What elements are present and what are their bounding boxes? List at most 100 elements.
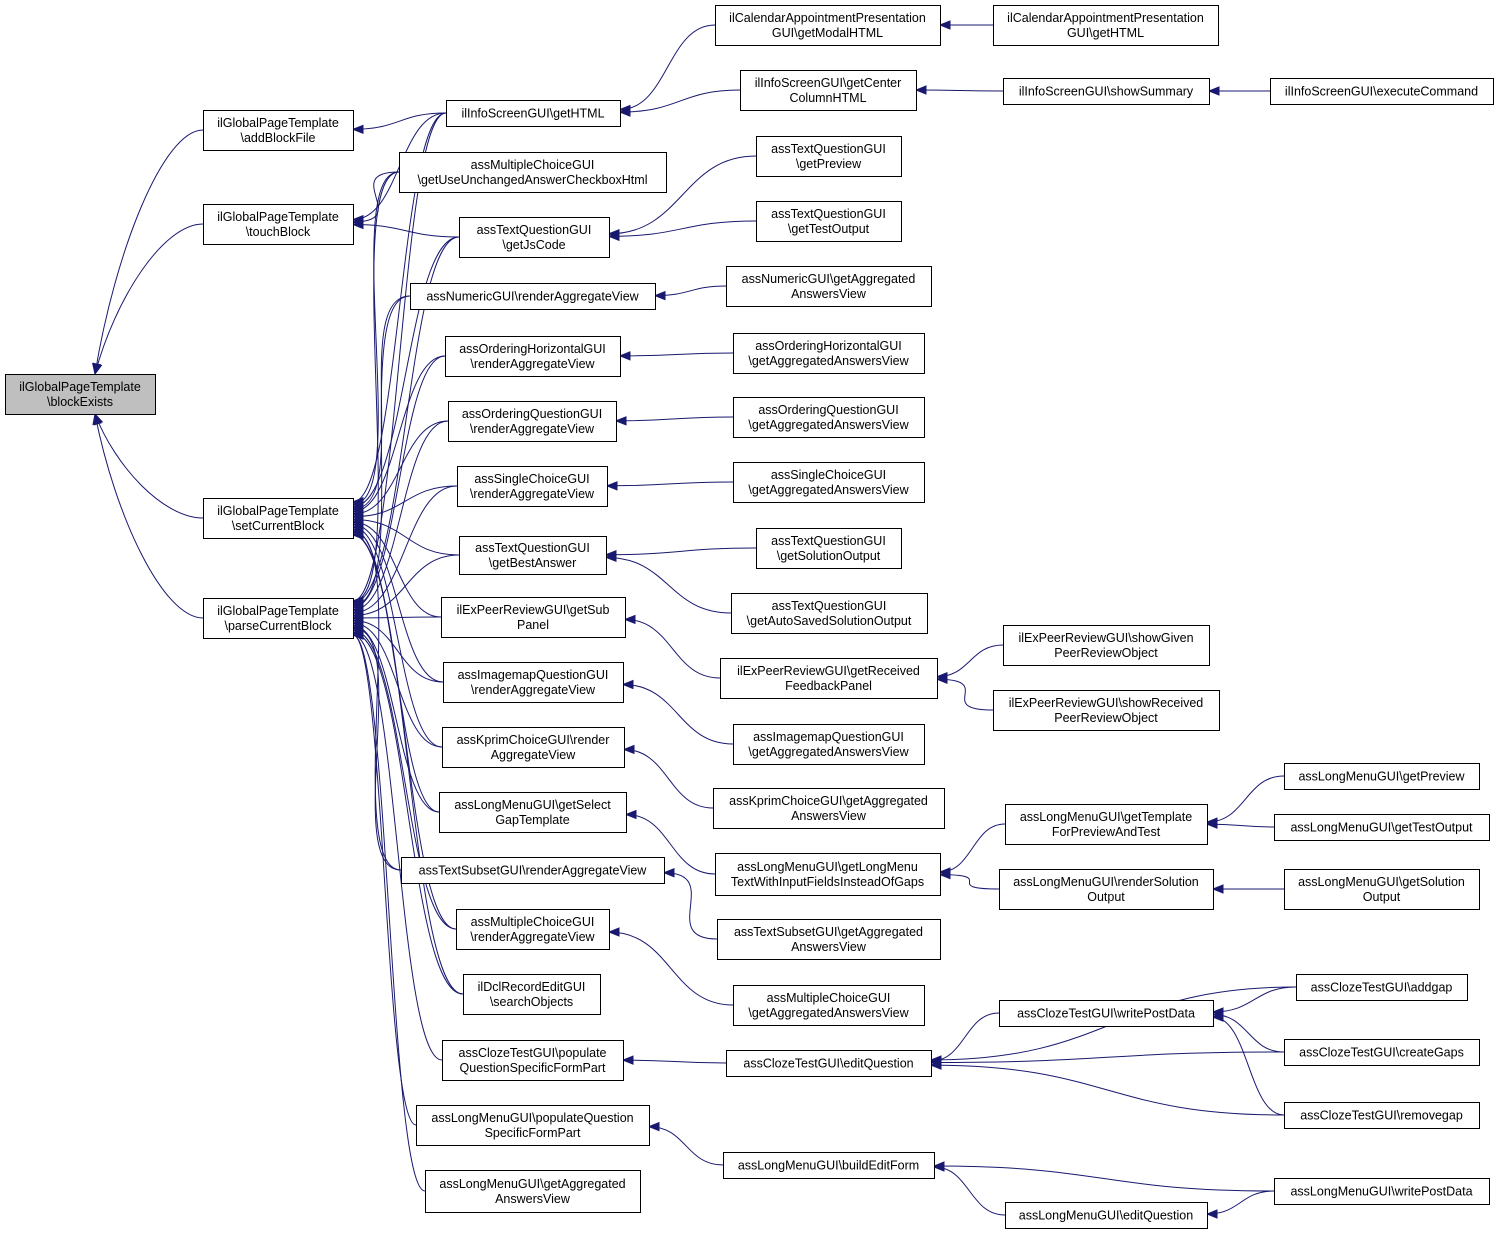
node-n49[interactable]: ilInfoScreenGUI\executeCommand	[1270, 78, 1494, 105]
edge-n1-to-n0	[94, 129, 204, 375]
node-box	[399, 152, 667, 193]
node-n3[interactable]: ilGlobalPageTemplate\setCurrentBlock	[203, 498, 354, 539]
edge-n14-to-n4	[352, 620, 444, 683]
node-label-line: assMultipleChoiceGUI	[471, 915, 595, 929]
node-n41[interactable]: ilCalendarAppointmentPresentationGUI\get…	[993, 5, 1219, 46]
node-n37[interactable]: assTextSubsetGUI\getAggregatedAnswersVie…	[717, 919, 941, 960]
node-n45[interactable]: assLongMenuGUI\getTemplateForPreviewAndT…	[1005, 804, 1208, 845]
node-n42[interactable]: ilInfoScreenGUI\showSummary	[1003, 78, 1210, 105]
node-label-line: assLongMenuGUI\getSelect	[454, 798, 611, 812]
arrowhead-n5-to-n1	[351, 124, 364, 135]
edge-n7-to-n2	[352, 224, 460, 238]
node-label-line: assOrderingHorizontalGUI	[755, 339, 902, 353]
node-n26[interactable]: assTextQuestionGUI\getTestOutput	[756, 201, 902, 242]
edge-n39-to-n20	[622, 1059, 727, 1064]
arrowhead-n42-to-n24	[914, 85, 927, 95]
node-box	[993, 690, 1220, 731]
node-box	[733, 724, 925, 765]
edge-n5-to-n1	[352, 112, 447, 130]
node-label-line: \getAutoSavedSolutionOutput	[747, 614, 912, 628]
node-n54[interactable]: assClozeTestGUI\createGaps	[1284, 1039, 1480, 1066]
node-label-line: ilInfoScreenGUI\getCenter	[755, 76, 902, 90]
node-label-line: GapTemplate	[495, 813, 569, 827]
node-n17[interactable]: assTextSubsetGUI\renderAggregateView	[401, 857, 665, 884]
node-n12[interactable]: assTextQuestionGUI\getBestAnswer	[459, 536, 607, 575]
node-n55[interactable]: assClozeTestGUI\removegap	[1284, 1102, 1480, 1129]
node-n38[interactable]: assMultipleChoiceGUI\getAggregatedAnswer…	[733, 985, 925, 1026]
node-label-line: ilExPeerReviewGUI\showReceived	[1009, 696, 1204, 710]
node-label-line: ilInfoScreenGUI\executeCommand	[1285, 85, 1478, 99]
node-box	[443, 662, 624, 703]
node-n52[interactable]: assLongMenuGUI\getSolutionOutput	[1284, 869, 1480, 910]
node-n22[interactable]: assLongMenuGUI\getAggregatedAnswersView	[425, 1170, 641, 1213]
node-n35[interactable]: assKprimChoiceGUI\getAggregatedAnswersVi…	[713, 788, 945, 829]
node-box	[1284, 763, 1480, 790]
node-n10[interactable]: assOrderingQuestionGUI\renderAggregateVi…	[448, 401, 617, 442]
node-n15[interactable]: assKprimChoiceGUI\renderAggregateView	[442, 727, 625, 768]
node-n36[interactable]: assLongMenuGUI\getLongMenuTextWithInputF…	[715, 853, 941, 896]
node-n44[interactable]: ilExPeerReviewGUI\showReceivedPeerReview…	[993, 690, 1220, 731]
node-n8[interactable]: assNumericGUI\renderAggregateView	[410, 283, 656, 310]
edge-n24-to-n5	[619, 89, 741, 113]
node-label-line: assLongMenuGUI\getTemplate	[1020, 810, 1192, 824]
node-n50[interactable]: assLongMenuGUI\getPreview	[1284, 763, 1480, 790]
node-n39[interactable]: assClozeTestGUI\editQuestion	[726, 1050, 932, 1077]
node-label-line: assLongMenuGUI\populateQuestion	[431, 1111, 633, 1125]
node-box	[723, 1152, 935, 1179]
node-n9[interactable]: assOrderingHorizontalGUI\renderAggregate…	[445, 336, 621, 377]
node-n47[interactable]: assClozeTestGUI\writePostData	[999, 1000, 1214, 1027]
edge-n13-to-n3	[352, 521, 442, 618]
node-n32[interactable]: assTextQuestionGUI\getAutoSavedSolutionO…	[731, 593, 928, 634]
node-n27[interactable]: assNumericGUI\getAggregatedAnswersView	[726, 266, 932, 307]
node-n40[interactable]: assLongMenuGUI\buildEditForm	[723, 1152, 935, 1179]
node-label-line: AnswersView	[495, 1192, 571, 1206]
node-n53[interactable]: assClozeTestGUI\addgap	[1296, 974, 1468, 1001]
edge-n5-to-n3	[352, 112, 447, 503]
node-n5[interactable]: ilInfoScreenGUI\getHTML	[446, 100, 621, 127]
node-n25[interactable]: assTextQuestionGUI\getPreview	[756, 136, 902, 177]
node-box	[1284, 1102, 1480, 1129]
node-n11[interactable]: assSingleChoiceGUI\renderAggregateView	[457, 466, 608, 507]
node-n20[interactable]: assClozeTestGUI\populateQuestionSpecific…	[442, 1040, 624, 1081]
node-n23[interactable]: ilCalendarAppointmentPresentationGUI\get…	[715, 5, 941, 46]
node-box	[442, 727, 625, 768]
node-n33[interactable]: ilExPeerReviewGUI\getReceivedFeedbackPan…	[720, 658, 938, 699]
node-n43[interactable]: ilExPeerReviewGUI\showGivenPeerReviewObj…	[1003, 625, 1210, 666]
node-n6[interactable]: assMultipleChoiceGUI\getUseUnchangedAnsw…	[399, 152, 667, 193]
node-label-line: ilGlobalPageTemplate	[217, 504, 339, 518]
node-label-line: assKprimChoiceGUI\render	[457, 733, 610, 747]
arrowhead-n56-to-n40	[932, 1161, 945, 1171]
node-n18[interactable]: assMultipleChoiceGUI\renderAggregateView	[456, 909, 610, 950]
node-n29[interactable]: assOrderingQuestionGUI\getAggregatedAnsw…	[733, 397, 925, 438]
node-n34[interactable]: assImagemapQuestionGUI\getAggregatedAnsw…	[733, 724, 925, 765]
node-n2[interactable]: ilGlobalPageTemplate\touchBlock	[203, 204, 354, 245]
node-n7[interactable]: assTextQuestionGUI\getJsCode	[459, 217, 610, 258]
node-n14[interactable]: assImagemapQuestionGUI\renderAggregateVi…	[443, 662, 624, 703]
edge-n43-to-n33	[936, 644, 1004, 678]
edge-n15-to-n4	[352, 622, 443, 748]
node-box	[717, 919, 941, 960]
edge-n12-to-n3	[352, 518, 460, 556]
node-n30[interactable]: assSingleChoiceGUI\getAggregatedAnswersV…	[733, 462, 925, 503]
node-n21[interactable]: assLongMenuGUI\populateQuestionSpecificF…	[416, 1105, 650, 1146]
node-n56[interactable]: assLongMenuGUI\writePostData	[1274, 1178, 1490, 1205]
node-n1[interactable]: ilGlobalPageTemplate\addBlockFile	[203, 110, 354, 151]
edge-n19-to-n4	[352, 632, 464, 995]
node-n51[interactable]: assLongMenuGUI\getTestOutput	[1274, 814, 1490, 841]
node-n48[interactable]: assLongMenuGUI\editQuestion	[1005, 1202, 1208, 1229]
node-label-line: \getBestAnswer	[489, 556, 577, 570]
node-n28[interactable]: assOrderingHorizontalGUI\getAggregatedAn…	[733, 333, 925, 374]
node-box	[733, 462, 925, 503]
node-label-line: \renderAggregateView	[471, 683, 596, 697]
edge-n25-to-n7	[608, 155, 757, 235]
node-n4[interactable]: ilGlobalPageTemplate\parseCurrentBlock	[203, 598, 354, 639]
node-n31[interactable]: assTextQuestionGUI\getSolutionOutput	[756, 528, 902, 569]
node-label-line: \getSolutionOutput	[777, 549, 881, 563]
node-n0[interactable]: ilGlobalPageTemplate\blockExists	[5, 374, 156, 415]
node-n19[interactable]: ilDclRecordEditGUI\searchObjects	[463, 974, 601, 1015]
edge-n33-to-n13	[624, 618, 721, 679]
